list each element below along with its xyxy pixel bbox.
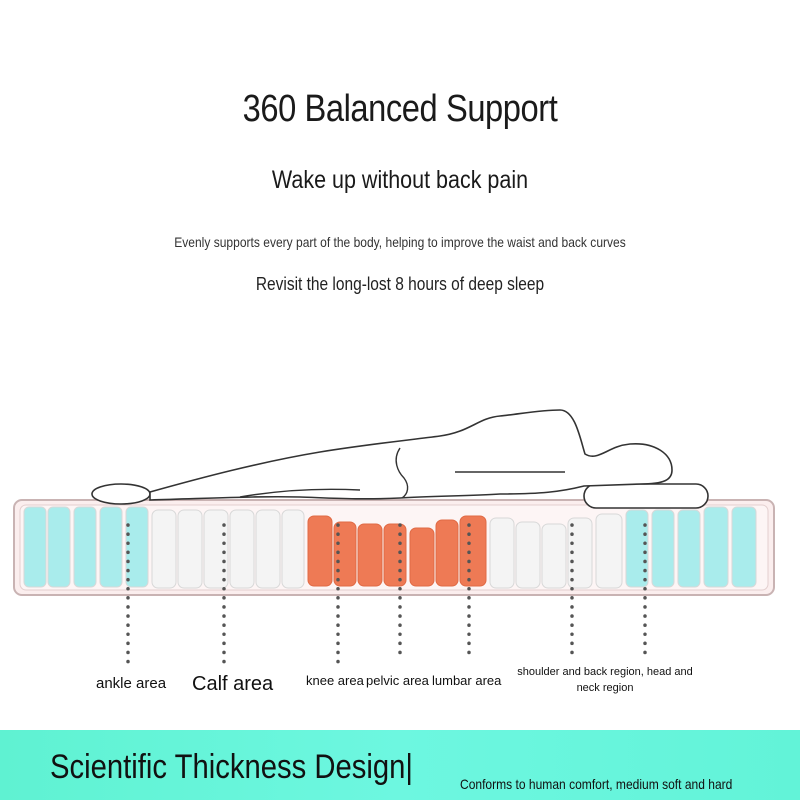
spring-firm: [307, 515, 333, 587]
spring-soft: [99, 506, 123, 588]
spring-neutral: [203, 509, 229, 589]
zone-pointer-lines: [126, 523, 647, 664]
spring-neutral: [567, 517, 593, 589]
zone-label-pelvic: pelvic area: [366, 673, 429, 688]
spring-soft: [651, 509, 675, 588]
zone-label-knee: knee area: [306, 673, 364, 688]
spring-neutral: [177, 509, 203, 589]
description-text: Evenly supports every part of the body, …: [174, 234, 626, 250]
spring-firm: [435, 519, 459, 587]
tagline-text: Revisit the long-lost 8 hours of deep sl…: [255, 274, 545, 294]
leg-line: [239, 488, 361, 498]
zone-label-shoulder: shoulder and back region, head and neck …: [517, 666, 693, 694]
mattress-support-illustration: [13, 409, 775, 664]
spring-soft: [125, 506, 149, 588]
spring-soft: [23, 506, 47, 588]
spring-firm: [409, 527, 435, 587]
arm-fold-line: [395, 447, 409, 499]
spring-firm: [459, 515, 487, 587]
spring-soft: [625, 509, 649, 588]
spring-neutral: [255, 509, 281, 589]
page-subtitle: Wake up without back pain: [271, 166, 529, 194]
spring-soft: [677, 509, 701, 588]
pillow-icon: [583, 483, 709, 509]
page-title: 360 Balanced Support: [242, 88, 558, 130]
spring-neutral: [595, 513, 623, 589]
banner-title: Scientific Thickness Design|: [50, 748, 413, 786]
spring-neutral: [489, 517, 515, 589]
banner-subtitle: Conforms to human comfort, medium soft a…: [460, 776, 733, 792]
spring-neutral: [281, 509, 305, 589]
zone-label-lumbar: lumbar area: [432, 673, 502, 688]
spring-soft: [73, 506, 97, 588]
spring-neutral: [515, 521, 541, 589]
spring-firm: [383, 523, 407, 587]
zone-label-ankle: ankle area: [96, 675, 167, 692]
spring-pockets: [23, 506, 757, 589]
spring-soft: [731, 506, 757, 588]
zone-label-calf: Calf area: [192, 673, 274, 695]
ankle-pad-icon: [91, 483, 151, 505]
bottom-banner: [0, 730, 800, 800]
spring-soft: [47, 506, 71, 588]
spring-firm: [357, 523, 383, 587]
body-outline-icon: [149, 409, 673, 501]
spring-neutral: [229, 509, 255, 589]
spring-neutral: [151, 509, 177, 589]
spring-soft: [703, 506, 729, 588]
spring-neutral: [541, 523, 567, 589]
